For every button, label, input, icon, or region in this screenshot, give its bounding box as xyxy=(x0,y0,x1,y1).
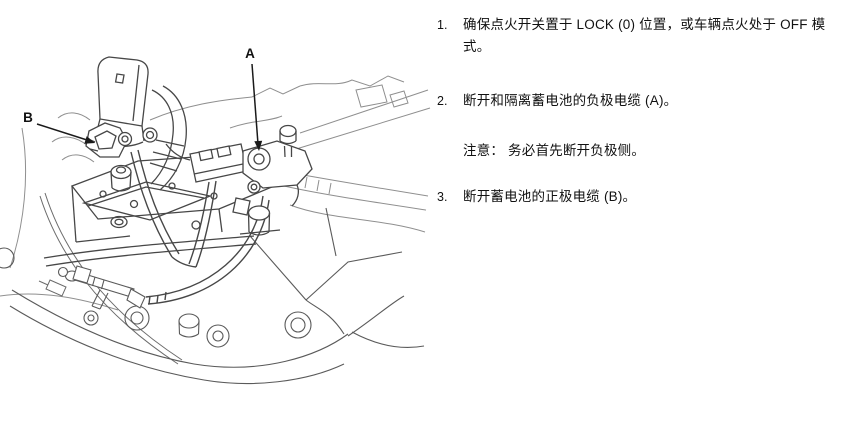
step-2-number: 2. xyxy=(437,94,448,108)
step-3-text: 断开蓄电池的正极电缆 (B)。 xyxy=(463,189,637,204)
label-b: B xyxy=(23,110,33,125)
engine-background xyxy=(0,75,431,311)
corrugated-strap xyxy=(149,85,187,191)
instruction-step-3: 3. 断开蓄电池的正极电缆 (B)。 xyxy=(437,186,851,208)
callout-a: A xyxy=(245,46,263,151)
clamp-bolt xyxy=(142,127,158,143)
hose-fittings xyxy=(57,265,146,310)
step-3-number: 3. xyxy=(437,190,448,204)
instruction-step-2: 2. 断开和隔离蓄电池的负极电缆 (A)。 xyxy=(437,90,851,112)
positive-post xyxy=(239,205,281,236)
battery-diagram-svg: A B xyxy=(0,46,431,385)
step-1-number: 1. xyxy=(437,18,448,32)
battery-diagram: A B xyxy=(0,46,431,385)
callout-b: B xyxy=(23,110,95,144)
step-1-text: 确保点火开关置于 LOCK (0) 位置，或车辆点火处于 OFF 模式。 xyxy=(463,17,826,54)
engine-structure xyxy=(0,207,425,385)
instruction-step-1: 1. 确保点火开关置于 LOCK (0) 位置，或车辆点火处于 OFF 模式。 xyxy=(437,14,851,58)
step-2-note: 注意： 务必首先断开负极侧。 xyxy=(463,143,646,158)
negative-terminal-clamp xyxy=(85,122,133,158)
step-2-text: 断开和隔离蓄电池的负极电缆 (A)。 xyxy=(463,93,678,108)
negative-post xyxy=(110,164,132,192)
positive-terminal xyxy=(232,124,313,216)
instructions-panel: 1. 确保点火开关置于 LOCK (0) 位置，或车辆点火处于 OFF 模式。 … xyxy=(437,14,851,208)
label-a: A xyxy=(245,46,255,61)
